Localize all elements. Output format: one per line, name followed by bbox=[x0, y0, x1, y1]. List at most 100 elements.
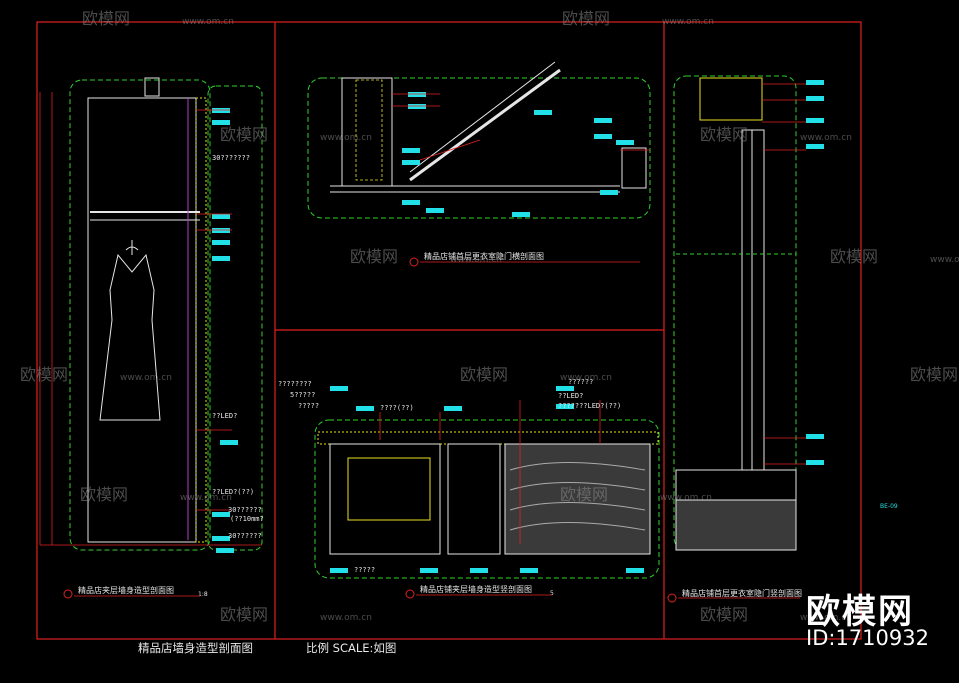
dimension-tag bbox=[426, 208, 444, 213]
watermark-brand: 欧模网 bbox=[20, 365, 68, 384]
dimension-tag bbox=[420, 568, 438, 573]
dimension-tag bbox=[356, 406, 374, 411]
watermark-brand: 欧模网 bbox=[910, 365, 958, 384]
watermark-site: www.om.cn bbox=[450, 255, 502, 265]
dimension-tag bbox=[806, 434, 824, 439]
dimension-tag bbox=[212, 256, 230, 261]
dimension-tag bbox=[408, 92, 426, 97]
watermark-site: www.om.cn bbox=[182, 17, 234, 27]
watermark-brand: 欧模网 bbox=[220, 125, 268, 144]
sheet-frame bbox=[36, 21, 862, 640]
drawing-scale: 比例 SCALE:如图 bbox=[306, 641, 397, 655]
top-middle-section-view bbox=[307, 61, 651, 219]
view-title-top-mid: 精品店铺首层更衣室隐门横剖面图 bbox=[424, 251, 544, 261]
dimension-tag bbox=[444, 406, 462, 411]
watermark-brand: 欧模网 bbox=[560, 485, 608, 504]
dimension-tag bbox=[408, 104, 426, 109]
callout-left-2: ??LED? bbox=[212, 412, 237, 420]
dimension-tag bbox=[512, 212, 530, 217]
callout-left-6: 30?????? bbox=[228, 532, 262, 540]
left-callouts: 30??????? ??LED? ??LED?(??) 30?????? (??… bbox=[212, 154, 264, 540]
sheet-code: BE-09 bbox=[880, 503, 898, 510]
view-title-left: 精品店夹层墙身造型剖面图 bbox=[78, 585, 174, 595]
watermark-brand: 欧模网 bbox=[220, 605, 268, 624]
watermark-brand: 欧模网 bbox=[460, 365, 508, 384]
dimension-tag bbox=[806, 460, 824, 465]
callout-mid-4: ????(??) bbox=[380, 404, 414, 412]
dimension-tag bbox=[216, 548, 234, 553]
dimension-tag bbox=[556, 404, 574, 409]
view-title-right: 精品店铺首层更衣室隐门竖剖面图 bbox=[682, 588, 802, 598]
brand-logo-text: 欧模网 bbox=[806, 592, 914, 632]
dimension-tag bbox=[520, 568, 538, 573]
dimension-tag bbox=[212, 214, 230, 219]
dimension-tag bbox=[806, 96, 824, 101]
watermark-site: www.om.cn bbox=[560, 373, 612, 383]
dimension-tag bbox=[594, 134, 612, 139]
dimension-tag bbox=[212, 108, 230, 113]
view-title-left-suffix: 1:8 bbox=[198, 591, 208, 598]
watermark-brand: 欧模网 bbox=[562, 9, 610, 28]
callout-left-5: (??10mm? bbox=[230, 515, 264, 523]
dimension-tag bbox=[212, 228, 230, 233]
watermark-site: www.om.cn bbox=[120, 373, 172, 383]
dimension-tag bbox=[402, 160, 420, 165]
callout-mid-2: 5????? bbox=[290, 391, 315, 399]
view-titles: 精品店夹层墙身造型剖面图 1:8 精品店铺首层更衣室隐门横剖面图 精品店铺夹层墙… bbox=[63, 251, 898, 603]
watermark-brand: 欧模网 bbox=[830, 247, 878, 266]
dimension-tag bbox=[534, 110, 552, 115]
callout-mid-6: ???????LED?(??) bbox=[558, 402, 621, 410]
watermark-site: www.om.cn bbox=[800, 133, 852, 143]
bottom-middle-section-view bbox=[314, 419, 660, 579]
dimension-tag bbox=[806, 80, 824, 85]
callout-mid-7: ?????? bbox=[568, 378, 593, 386]
dimension-tag bbox=[402, 200, 420, 205]
watermark-brand: 欧模网 bbox=[700, 125, 748, 144]
watermark-brand: 欧模网 bbox=[700, 605, 748, 624]
dimension-tag bbox=[556, 386, 574, 391]
watermark-brand: 欧模网 bbox=[80, 485, 128, 504]
callout-mid-8: ????? bbox=[354, 566, 375, 574]
callout-mid-3: ????? bbox=[298, 402, 319, 410]
view-title-bottom-mid-suffix: 5 bbox=[550, 590, 554, 597]
watermark-site: www.om.cn bbox=[180, 493, 232, 503]
dimension-tag bbox=[212, 512, 230, 517]
dimension-tag bbox=[600, 190, 618, 195]
watermark-site: www.om.cn bbox=[800, 613, 852, 623]
dimension-tag bbox=[616, 140, 634, 145]
main-drawing-title: 精品店墙身造型剖面图 bbox=[138, 641, 253, 655]
dimension-tag bbox=[402, 148, 420, 153]
watermark-site: www.om.cn bbox=[660, 493, 712, 503]
dimension-tag bbox=[626, 568, 644, 573]
dress-outline bbox=[99, 253, 161, 421]
view-title-bottom-mid: 精品店铺夹层墙身造型竖剖面图 bbox=[420, 584, 532, 594]
dimension-tag bbox=[806, 118, 824, 123]
watermark-brand: 欧模网 bbox=[350, 247, 398, 266]
watermark-site: www.om.cn bbox=[662, 17, 714, 27]
dimension-tag bbox=[594, 118, 612, 123]
right-section-view bbox=[673, 75, 797, 551]
dimension-tag bbox=[220, 440, 238, 445]
leader-line bbox=[419, 139, 481, 161]
red-leader-lines bbox=[196, 83, 806, 544]
callout-left-4: 30?????? bbox=[228, 506, 262, 514]
callout-left-3: ??LED?(??) bbox=[212, 488, 254, 496]
watermark-site: www.om.cn bbox=[320, 613, 372, 623]
dimension-tag bbox=[470, 568, 488, 573]
left-section-view bbox=[39, 77, 263, 551]
cyan-tags bbox=[212, 80, 824, 573]
dimension-tag bbox=[212, 536, 230, 541]
dimension-tag bbox=[330, 568, 348, 573]
watermark-brand: 欧模网 bbox=[82, 9, 130, 28]
mid-callouts: ???????? 5????? ????? ????(??) ??LED? ??… bbox=[278, 378, 621, 574]
callout-mid-1: ???????? bbox=[278, 380, 312, 388]
model-id-text: ID:1710932 bbox=[806, 626, 929, 650]
dimension-tag bbox=[806, 144, 824, 149]
watermark-layer: 欧模网 www.om.cn 欧模网 www.om.cn 欧模网 www.om.cn 欧模网 w… bbox=[20, 9, 959, 624]
dimension-tag bbox=[212, 120, 230, 125]
callout-left-1: 30??????? bbox=[212, 154, 250, 162]
callout-mid-5: ??LED? bbox=[558, 392, 583, 400]
watermark-site: www.om.cn bbox=[930, 255, 959, 265]
